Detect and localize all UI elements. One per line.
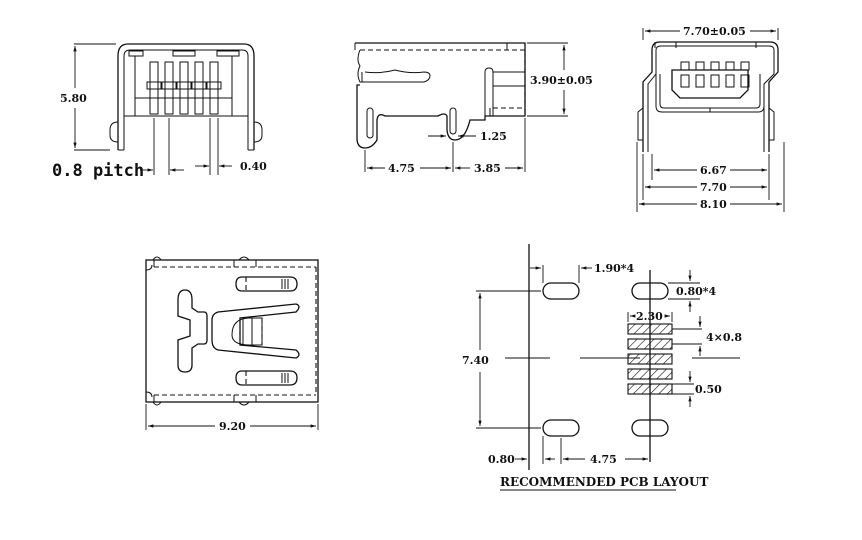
- slot-spacing-label: 7.40: [462, 354, 489, 367]
- slot-width-pcb-label: 0.80*4: [676, 285, 717, 298]
- pitch-label: 0.8 pitch: [52, 161, 144, 181]
- slot-to-pad-label: 4.75: [590, 453, 617, 466]
- rear-offset-label: 3.85: [474, 162, 501, 175]
- top-width-label: 7.70±0.05: [683, 25, 746, 38]
- pin-width-label: 0.40: [240, 160, 267, 173]
- signal-pads: [627, 323, 673, 395]
- body-width-label: 7.70: [700, 181, 727, 194]
- front-view: 5.80 0.8 pitch 0.40: [52, 43, 267, 181]
- front-pins: [146, 61, 222, 115]
- edge-offset-label: 0.80: [488, 453, 515, 466]
- pad-length-label: 2.30: [636, 310, 663, 323]
- slot-length-label: 1.90*4: [594, 262, 635, 275]
- end-view: 7.70±0.05 6.67 7.70 8.10: [636, 25, 785, 212]
- side-height-label: 3.90±0.05: [530, 74, 593, 87]
- side-view: 3.90±0.05 1.25 4.75 3.85: [354, 42, 593, 175]
- pcb-layout: 1.90*4 0.80*4 2.30 4×0.8 0.50 7.40: [462, 244, 742, 491]
- receptacle-contacts: [680, 61, 750, 88]
- pcb-layout-title: RECOMMENDED PCB LAYOUT: [500, 475, 708, 489]
- slot-width-label: 1.25: [480, 130, 507, 143]
- front-height-label: 5.80: [60, 92, 87, 105]
- top-view: 9.20: [145, 256, 319, 433]
- pad-width-label: 0.50: [695, 383, 722, 396]
- leg-spacing-label: 4.75: [388, 162, 415, 175]
- length-label: 9.20: [219, 420, 246, 433]
- pad-pitch-label: 4×0.8: [706, 331, 742, 344]
- mounting-slots: [542, 282, 669, 437]
- overall-width-label: 8.10: [700, 198, 727, 211]
- inner-width-label: 6.67: [700, 164, 727, 177]
